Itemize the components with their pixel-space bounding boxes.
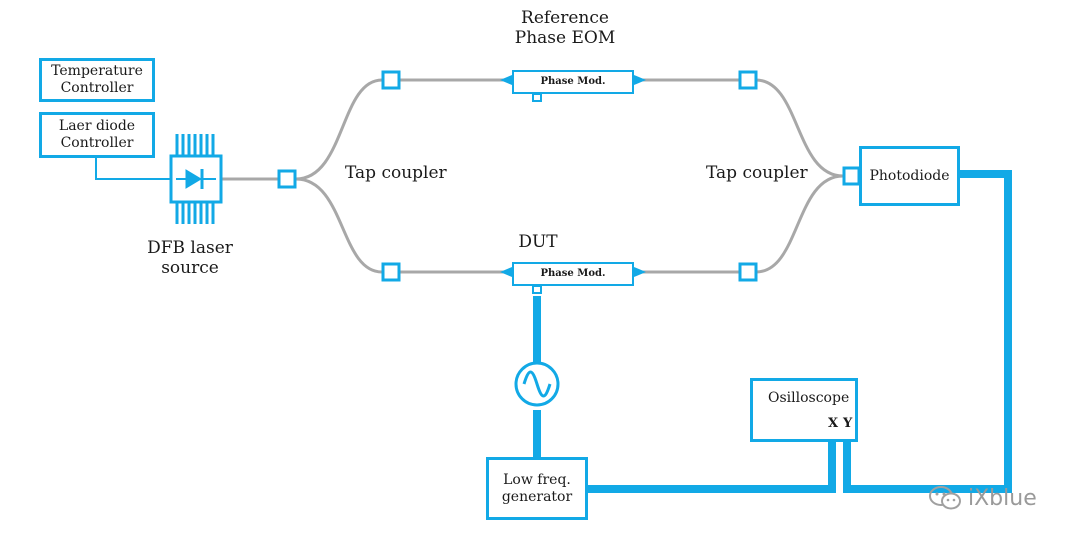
dut-label: DUT [518, 232, 558, 252]
sine-wave-icon [522, 370, 552, 398]
mod-bottom-taper-left [500, 267, 512, 277]
dfb-laser-line1: DFB laser [147, 238, 233, 258]
reference-eom-line1: Reference [521, 8, 609, 28]
phase-modulator-dut: Phase Mod. [512, 262, 634, 286]
phase-modulator-reference: Phase Mod. [512, 70, 634, 94]
dfb-laser-label: DFB laser source [130, 238, 250, 279]
connector-photodiode-in [842, 166, 861, 186]
wire-photodiode-to-y [843, 170, 1012, 493]
oscilloscope-label: Osilloscope [768, 390, 850, 406]
connector-lower-right [738, 262, 758, 282]
dfb-laser-line2: source [161, 258, 219, 279]
temperature-controller-line2: Controller [60, 80, 134, 96]
low-freq-generator-line2: generator [501, 488, 573, 505]
chat-bubble-icon [929, 486, 961, 510]
watermark: iXblue [928, 480, 1037, 516]
wire-generator-to-x [588, 442, 836, 493]
photodiode-box: Photodiode [859, 146, 960, 206]
oscilloscope-box: Osilloscope X Y [750, 378, 858, 442]
low-freq-generator-line1: Low freq. [503, 471, 571, 488]
tap-coupler-left-label: Tap coupler [345, 163, 447, 183]
reference-eom-line2: Phase EOM [514, 28, 616, 49]
fiber-split-upper [295, 78, 383, 181]
reference-eom-label: Reference Phase EOM [500, 8, 630, 49]
oscilloscope-port-x: X [828, 416, 839, 431]
low-freq-generator-box: Low freq. generator [486, 457, 588, 520]
temperature-controller-box: Temperature Controller [39, 58, 155, 102]
fiber-combine-upper [755, 78, 844, 178]
temperature-controller-line1: Temperature [51, 63, 143, 80]
connector-upper-right [738, 70, 758, 90]
laser-control-line [95, 157, 172, 180]
mod-top-rf-pad [532, 93, 542, 102]
connector-upper-left [381, 70, 401, 90]
laser-diode-controller-box: Laer diode Controller [39, 112, 155, 158]
laser-diode-controller-line1: Laer diode [58, 118, 136, 135]
mod-bottom-rf-pad [532, 285, 542, 294]
fiber-combine-lower [755, 174, 844, 274]
oscilloscope-port-y: Y [843, 416, 853, 431]
fiber-split-lower [295, 177, 383, 274]
mod-top-taper-right [634, 75, 646, 85]
mod-bottom-taper-right [634, 267, 646, 277]
tap-coupler-right-label: Tap coupler [706, 163, 808, 183]
laser-diode-controller-line2: Controller [60, 135, 134, 151]
watermark-text: iXblue [968, 485, 1037, 511]
diode-icon [176, 169, 216, 189]
mod-top-taper-left [500, 75, 512, 85]
dfb-laser-pins [175, 134, 215, 224]
connector-laser-out [277, 169, 297, 189]
connector-lower-left [381, 262, 401, 282]
